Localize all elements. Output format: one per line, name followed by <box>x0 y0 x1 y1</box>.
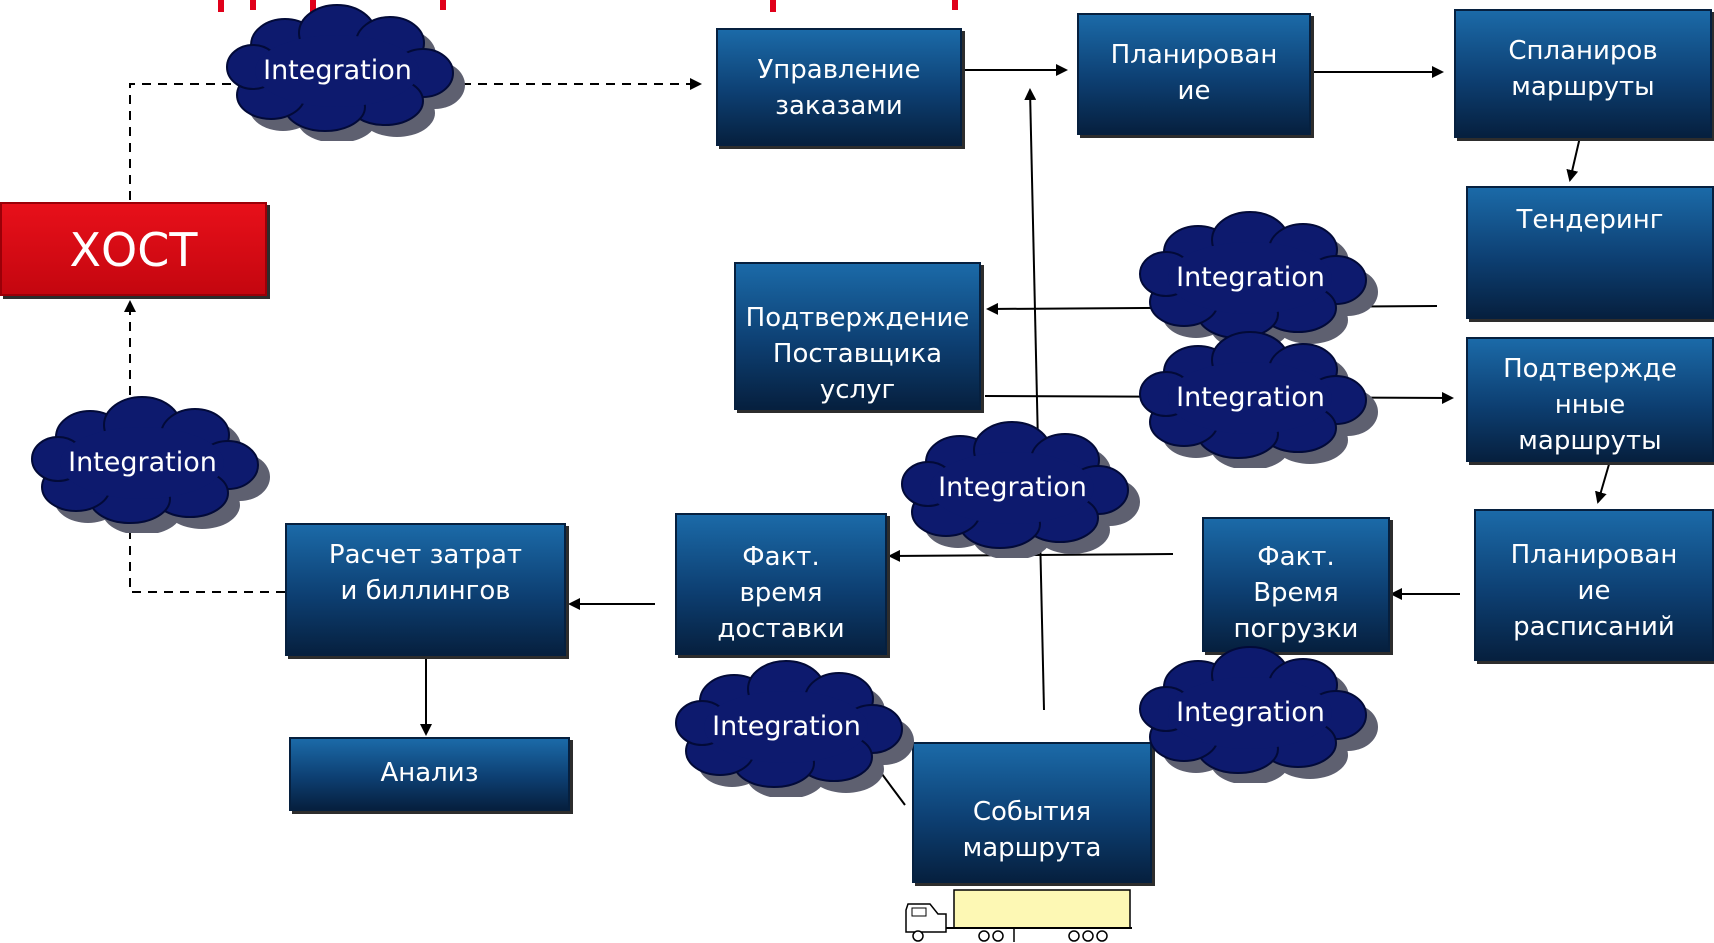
box-actual-loading-time: Факт. Время погрузки <box>1202 517 1390 652</box>
integration-label: Integration <box>68 447 217 478</box>
integration-label: Integration <box>712 711 861 742</box>
box-schedule-planning: Планирован ие расписаний <box>1474 509 1714 661</box>
integration-label: Integration <box>1176 697 1325 728</box>
arrow-routes-to-tendering <box>1566 136 1581 182</box>
arrow-events-to-planning <box>1024 88 1045 711</box>
integration-cloud-bottom-left: Integration <box>674 657 924 797</box>
integration-cloud-top: Integration <box>225 1 475 141</box>
arrow-confirmed-to-schedule <box>1595 453 1613 504</box>
integration-cloud-tender-lower: Integration <box>1138 328 1388 468</box>
box-route-events: События маршрута <box>912 742 1152 883</box>
integration-cloud-center: Integration <box>900 418 1150 558</box>
box-cost-billing: Расчет затрат и биллингов <box>285 523 566 656</box>
box-analysis: Анализ <box>289 737 570 811</box>
dashed-host-to-orders <box>129 78 702 200</box>
box-actual-delivery-time: Факт. время доставки <box>675 513 887 655</box>
cloud-icon <box>1139 646 1378 783</box>
integration-label: Integration <box>938 472 1087 503</box>
cloud-icon <box>31 396 270 533</box>
integration-cloud-left: Integration <box>30 393 280 533</box>
integration-cloud-bottom-right: Integration <box>1138 643 1388 783</box>
dashed-billing-to-host <box>124 300 285 593</box>
box-tendering: Тендеринг <box>1466 186 1714 319</box>
cloud-icon <box>675 660 914 797</box>
box-planning: Планирован ие <box>1077 13 1311 135</box>
integration-label: Integration <box>263 55 412 86</box>
integration-label: Integration <box>1176 262 1325 293</box>
truck-icon <box>905 889 1132 942</box>
box-confirmed-routes: Подтвержде нные маршруты <box>1466 337 1714 462</box>
box-order-management: Управление заказами <box>716 28 962 146</box>
host-block: ХОСТ <box>0 202 267 296</box>
title-strip-fragment <box>218 0 958 12</box>
cloud-icon <box>1139 211 1378 348</box>
box-provider-confirmation: Подтверждение Поставщика услуг <box>734 262 981 410</box>
box-planned-routes: Спланиров маршруты <box>1454 9 1712 138</box>
integration-label: Integration <box>1176 382 1325 413</box>
integration-cloud-tender-upper: Integration <box>1138 208 1388 348</box>
cloud-icon <box>226 4 465 141</box>
cloud-icon <box>901 421 1140 558</box>
cloud-icon <box>1139 331 1378 468</box>
